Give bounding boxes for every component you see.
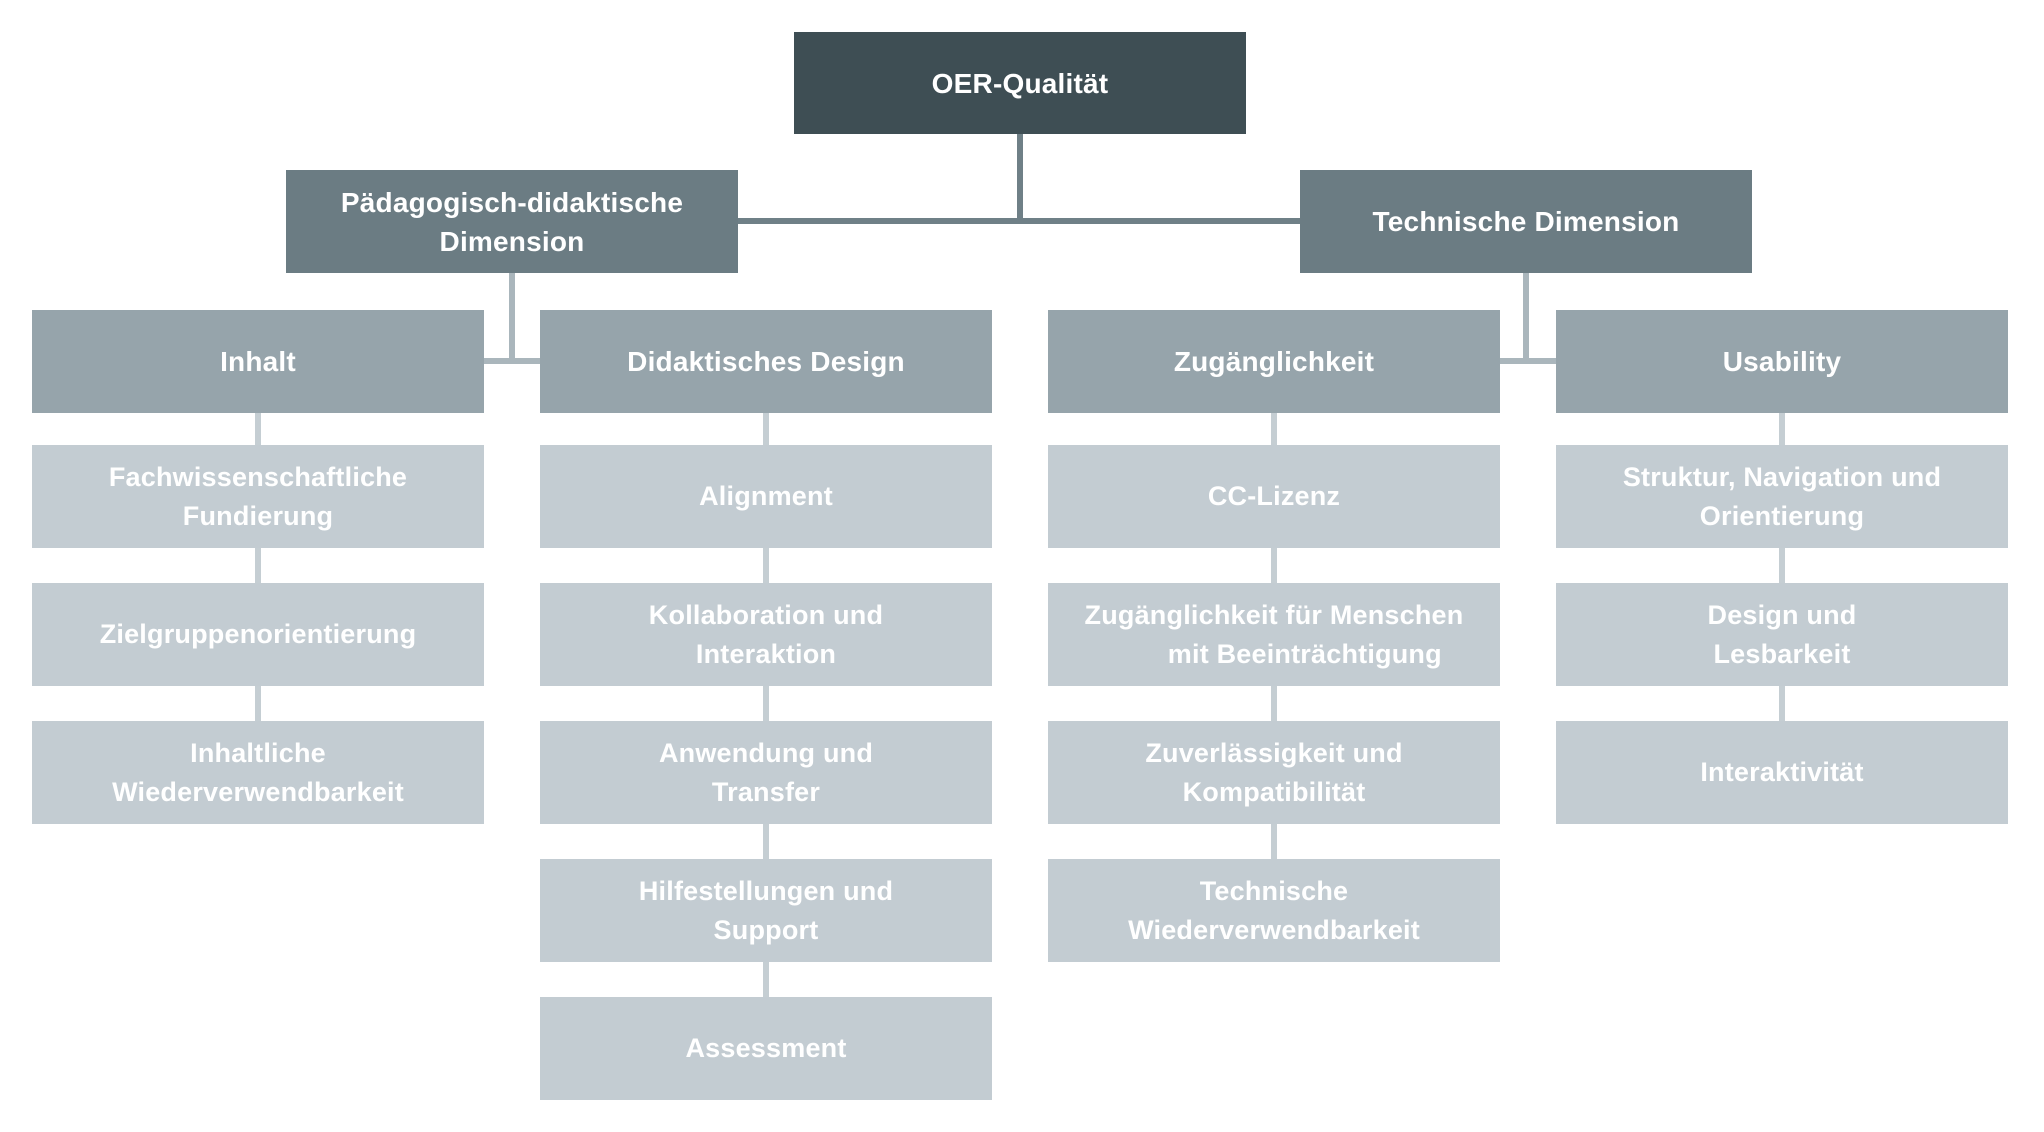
node-technische-wiederverwendbarkeit: Technische Wiederverwendbarkeit bbox=[1048, 859, 1500, 962]
node-oer-qualitaet: OER-Qualität bbox=[794, 32, 1246, 134]
node-inhaltliche-wiederverwendbarkeit: Inhaltliche Wiederverwendbarkeit bbox=[32, 721, 484, 824]
connector-dimension-right-horizontal bbox=[1500, 358, 1556, 364]
node-kollaboration-und-interaktion: Kollaboration und Interaktion bbox=[540, 583, 992, 686]
node-zugaenglichkeit: Zugänglichkeit bbox=[1048, 310, 1500, 413]
connector-root-vertical bbox=[1017, 134, 1023, 224]
node-paedagogisch-didaktische-dimension: Pädagogisch-didaktische Dimension bbox=[286, 170, 738, 273]
connector-dimension-right-vertical bbox=[1523, 273, 1529, 364]
node-alignment: Alignment bbox=[540, 445, 992, 548]
node-interaktivitaet: Interaktivität bbox=[1556, 721, 2008, 824]
connector-column-didaktisches-design bbox=[763, 413, 769, 997]
node-assessment: Assessment bbox=[540, 997, 992, 1100]
connector-column-inhalt bbox=[255, 413, 261, 721]
connector-dimension-left-horizontal bbox=[484, 358, 540, 364]
connector-dimension-left-vertical bbox=[509, 273, 515, 364]
node-usability: Usability bbox=[1556, 310, 2008, 413]
node-anwendung-und-transfer: Anwendung und Transfer bbox=[540, 721, 992, 824]
node-cc-lizenz: CC-Lizenz bbox=[1048, 445, 1500, 548]
node-zielgruppenorientierung: Zielgruppenorientierung bbox=[32, 583, 484, 686]
node-hilfestellungen-und-support: Hilfestellungen und Support bbox=[540, 859, 992, 962]
node-fachwissenschaftliche-fundierung: Fachwissenschaftliche Fundierung bbox=[32, 445, 484, 548]
node-zugaenglichkeit-beeintraechtigung: Zugänglichkeit für Menschen mit Beeinträ… bbox=[1048, 583, 1500, 686]
node-inhalt: Inhalt bbox=[32, 310, 484, 413]
node-design-und-lesbarkeit: Design und Lesbarkeit bbox=[1556, 583, 2008, 686]
node-zuverlaessigkeit-und-kompatibilitaet: Zuverlässigkeit und Kompatibilität bbox=[1048, 721, 1500, 824]
node-didaktisches-design: Didaktisches Design bbox=[540, 310, 992, 413]
connector-root-horizontal bbox=[738, 218, 1300, 224]
connector-column-usability bbox=[1779, 413, 1785, 721]
node-technische-dimension: Technische Dimension bbox=[1300, 170, 1752, 273]
node-struktur-navigation-orientierung: Struktur, Navigation und Orientierung bbox=[1556, 445, 2008, 548]
